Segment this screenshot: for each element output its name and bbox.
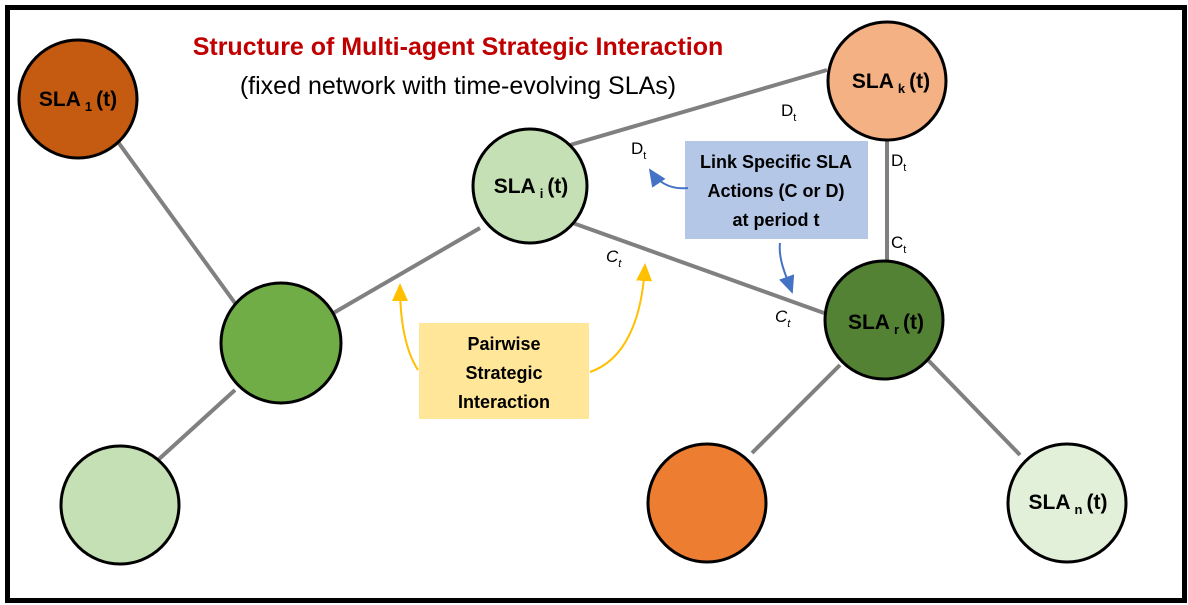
link-actions-box — [685, 141, 868, 239]
node-mid-green — [219, 281, 343, 405]
pairwise-box — [419, 323, 589, 419]
pairwise-line-2: Strategic — [465, 363, 542, 383]
link-box-line-2: Actions (C or D) — [708, 181, 845, 201]
edge-label-dt-kr: Dt — [891, 151, 906, 174]
blue-arrow-to-ct — [778, 242, 795, 294]
edge-slar-orange — [750, 363, 842, 455]
edge-label-ct-i: Ct — [606, 247, 622, 270]
node-sla-r — [823, 259, 945, 381]
yellow-arrow-left — [392, 283, 419, 371]
diagram-subtitle: (fixed network with time-evolving SLAs) — [240, 72, 676, 100]
node-sla-1 — [17, 38, 139, 160]
edge-label-ct-kr: Ct — [891, 233, 906, 256]
yellow-arrow-right — [589, 263, 653, 373]
node-sla-n — [1006, 442, 1128, 564]
edge-label-dt-near-i: Dt — [631, 139, 646, 162]
edge-mid-bottomleft — [156, 388, 237, 462]
pairwise-line-3: Interaction — [458, 392, 550, 412]
edge-sla1-mid — [116, 140, 242, 312]
pairwise-line-1: Pairwise — [467, 334, 540, 354]
node-sla-k — [826, 20, 948, 142]
node-sla-i — [471, 127, 589, 245]
node-bottom-orange — [646, 442, 768, 564]
edge-label-dt-ik: Dt — [781, 101, 796, 124]
edge-mid-slai — [328, 226, 482, 317]
edge-slai-slak — [569, 68, 828, 147]
link-box-line-3: at period t — [732, 210, 819, 230]
link-box-line-1: Link Specific SLA — [700, 152, 852, 172]
edge-slar-slan — [926, 358, 1022, 457]
diagram-title: Structure of Multi-agent Strategic Inter… — [193, 33, 724, 61]
edge-slai-slar — [569, 220, 825, 315]
node-bottom-left — [59, 444, 181, 566]
blue-arrow-to-dt — [648, 168, 689, 190]
edge-label-ct-r: Ct — [775, 307, 791, 330]
diagram-frame — [5, 5, 1187, 603]
network-edges — [116, 68, 1022, 462]
